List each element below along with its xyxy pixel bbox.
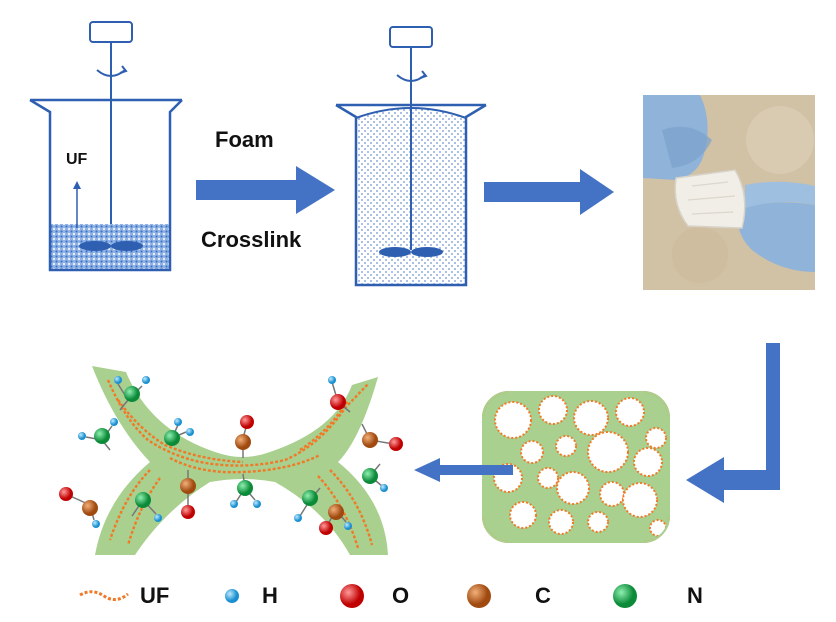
legend-o-atom-icon xyxy=(340,584,364,608)
atoms xyxy=(59,376,403,535)
beaker-outline-2 xyxy=(335,103,487,287)
foam-label: Foam xyxy=(215,127,274,152)
uf-strut-body xyxy=(92,366,388,555)
legend-label-o: O xyxy=(392,583,410,608)
foam-sample xyxy=(674,169,746,229)
legend-label-n: N xyxy=(687,583,703,608)
impeller-blade xyxy=(79,241,111,251)
legend-h-atom-icon xyxy=(225,589,239,603)
process-arrow-1 xyxy=(196,166,335,214)
motor-box-1 xyxy=(89,21,133,43)
legend-uf-chain-icon xyxy=(79,590,129,601)
glove-right xyxy=(737,202,815,272)
legend-n-atom-icon xyxy=(613,584,637,608)
process-arrow-3 xyxy=(686,343,780,503)
process-arrow-4 xyxy=(414,458,513,482)
legend-label-uf: UF xyxy=(140,583,170,608)
legend-label-c: C xyxy=(535,583,551,608)
impeller-blade xyxy=(379,247,411,257)
beaker-2 xyxy=(335,26,487,287)
process-arrow-2 xyxy=(484,169,614,215)
molecular-strut xyxy=(59,366,403,555)
crosslink-label: Crosslink xyxy=(201,227,302,252)
motor-box-2 xyxy=(389,26,433,48)
legend-c-atom-icon xyxy=(467,584,491,608)
uf-label: UF xyxy=(66,151,88,168)
beaker-1 xyxy=(29,21,183,272)
foam-photo xyxy=(643,95,815,290)
beaker-outline-1 xyxy=(29,98,183,272)
legend xyxy=(79,584,637,608)
legend-label-h: H xyxy=(262,583,278,608)
